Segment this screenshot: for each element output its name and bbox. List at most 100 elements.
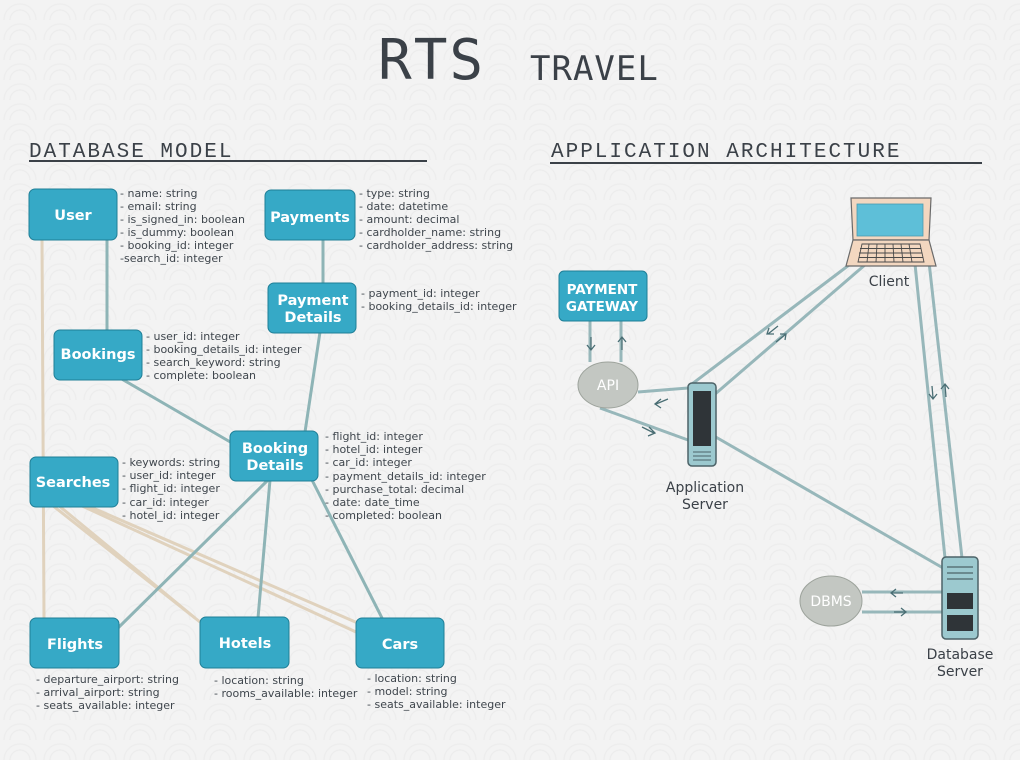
attribute: - amount: decimal <box>359 213 459 226</box>
entity-payment-details-label-line2: Details <box>284 310 341 326</box>
attribute: - payment_details_id: integer <box>325 470 486 483</box>
dbms-label: DBMS <box>810 594 851 610</box>
entity-booking-details-label-line1: Booking <box>242 441 308 457</box>
attribute: - location: string <box>214 674 304 687</box>
entity-payments-attributes: - type: string - date: datetime - amount… <box>359 187 513 252</box>
attribute: - is_signed_in: boolean <box>120 213 245 226</box>
link-bookings-bookingdetails <box>119 376 233 445</box>
entity-hotels: Hotels - location: string - rooms_availa… <box>199 616 358 700</box>
client-label: Client <box>869 274 910 290</box>
link-searches-cars <box>79 503 357 634</box>
attribute: - date: date_time <box>325 496 420 509</box>
payment-gateway-label-line2: GATEWAY <box>566 299 638 315</box>
entity-payments: Payments - type: string - date: datetime… <box>264 187 513 252</box>
application-server-node: Application Server <box>666 382 744 513</box>
payment-gateway-node: PAYMENT GATEWAY <box>558 270 648 322</box>
database-server-label-line1: Database <box>927 647 994 663</box>
entity-user: User - name: string - email: string - is… <box>28 187 245 265</box>
link-searches-hotels-2 <box>57 503 196 620</box>
arrow-down-left-icon <box>766 325 779 335</box>
link-bookingdetails-hotels <box>256 479 272 619</box>
attribute: - completed: boolean <box>325 509 442 522</box>
api-node: API <box>577 361 639 409</box>
entity-booking-details-attributes: - flight_id: integer - hotel_id: integer… <box>325 430 486 522</box>
database-server-label-line2: Server <box>937 664 983 680</box>
link-api-appserver-a <box>637 386 689 394</box>
attribute: - payment_id: integer <box>361 287 480 300</box>
link-user-flights <box>40 237 46 619</box>
attribute: - car_id: integer <box>122 496 209 509</box>
arrow-up-right-icon <box>775 333 787 343</box>
attribute: - model: string <box>367 685 448 698</box>
attribute: - booking_details_id: integer <box>146 343 302 356</box>
api-label: API <box>597 378 619 394</box>
attribute: - user_id: integer <box>146 330 240 343</box>
database-model-heading: DATABASE MODEL <box>29 141 233 164</box>
application-server-label-line1: Application <box>666 480 744 496</box>
payment-gateway-label-line1: PAYMENT <box>567 282 639 298</box>
dbms-node: DBMS <box>799 575 863 627</box>
entity-payment-details-attributes: - payment_id: integer - booking_details_… <box>361 287 517 313</box>
arrow-right-icon <box>641 426 657 437</box>
attribute: - arrival_airport: string <box>36 686 160 699</box>
link-paymentdetails-bookingdetails <box>303 331 322 433</box>
link-searches-cars-2 <box>85 503 361 626</box>
entity-user-label: User <box>54 208 92 224</box>
link-client-appserver-a <box>687 260 854 389</box>
attribute: - departure_airport: string <box>36 673 179 686</box>
entity-flights: Flights - departure_airport: string - ar… <box>29 617 179 712</box>
application-server-label-line2: Server <box>682 497 728 513</box>
attribute: - rooms_available: integer <box>214 687 358 700</box>
entity-booking-details: Booking Details - flight_id: integer - h… <box>229 430 486 522</box>
link-appserver-dbserver <box>713 434 944 570</box>
link-client-dbserver-a <box>913 263 947 559</box>
attribute: - car_id: integer <box>325 456 412 469</box>
entity-payment-details: Payment Details - payment_id: integer - … <box>267 282 517 334</box>
entity-hotels-attributes: - location: string - rooms_available: in… <box>214 674 358 700</box>
entity-cars-attributes: - location: string - model: string - sea… <box>367 672 506 711</box>
entity-searches-attributes: - keywords: string - user_id: integer - … <box>122 456 220 522</box>
arrow-left-icon <box>889 588 903 598</box>
attribute: - keywords: string <box>122 456 220 469</box>
attribute: - date: datetime <box>359 200 448 213</box>
client-node: Client <box>845 197 937 290</box>
attribute: - cardholder_name: string <box>359 226 501 239</box>
entity-hotels-label: Hotels <box>219 636 271 652</box>
title-sub: TRAVEL <box>530 49 659 89</box>
attribute: - cardholder_address: string <box>359 239 513 252</box>
attribute: - location: string <box>367 672 457 685</box>
attribute: - complete: boolean <box>146 369 256 382</box>
entity-cars-label: Cars <box>382 637 418 653</box>
entity-flights-label: Flights <box>47 637 103 653</box>
attribute: - hotel_id: integer <box>122 509 220 522</box>
arrow-right-icon <box>894 607 908 617</box>
entity-user-attributes: - name: string - email: string - is_sign… <box>120 187 245 265</box>
entity-booking-details-label-line2: Details <box>246 458 303 474</box>
attribute: - flight_id: integer <box>122 482 220 495</box>
link-api-appserver-b <box>599 406 689 442</box>
attribute: - name: string <box>120 187 197 200</box>
architecture-heading: APPLICATION ARCHITECTURE <box>551 141 901 164</box>
attribute: - email: string <box>120 200 197 213</box>
attribute: - flight_id: integer <box>325 430 423 443</box>
entity-bookings-attributes: - user_id: integer - booking_details_id:… <box>146 330 302 382</box>
attribute: - seats_available: integer <box>367 698 506 711</box>
entity-bookings-label: Bookings <box>61 347 136 363</box>
attribute: - booking_id: integer <box>120 239 234 252</box>
link-client-appserver-b <box>713 262 867 397</box>
database-server-node: Database Server <box>927 556 994 680</box>
attribute: - seats_available: integer <box>36 699 175 712</box>
attribute: - booking_details_id: integer <box>361 300 517 313</box>
arrow-up-icon <box>617 335 627 350</box>
link-bookingdetails-cars <box>310 479 384 619</box>
entity-cars: Cars - location: string - model: string … <box>355 617 506 711</box>
attribute: -search_id: integer <box>120 252 223 265</box>
entity-searches: Searches - keywords: string - user_id: i… <box>29 456 220 522</box>
laptop-icon <box>845 197 937 267</box>
link-bookingdetails-flights <box>116 478 270 630</box>
arrow-down-icon <box>928 385 938 401</box>
attribute: - is_dummy: boolean <box>120 226 234 239</box>
attribute: - type: string <box>359 187 430 200</box>
arrow-up-icon <box>940 382 950 398</box>
